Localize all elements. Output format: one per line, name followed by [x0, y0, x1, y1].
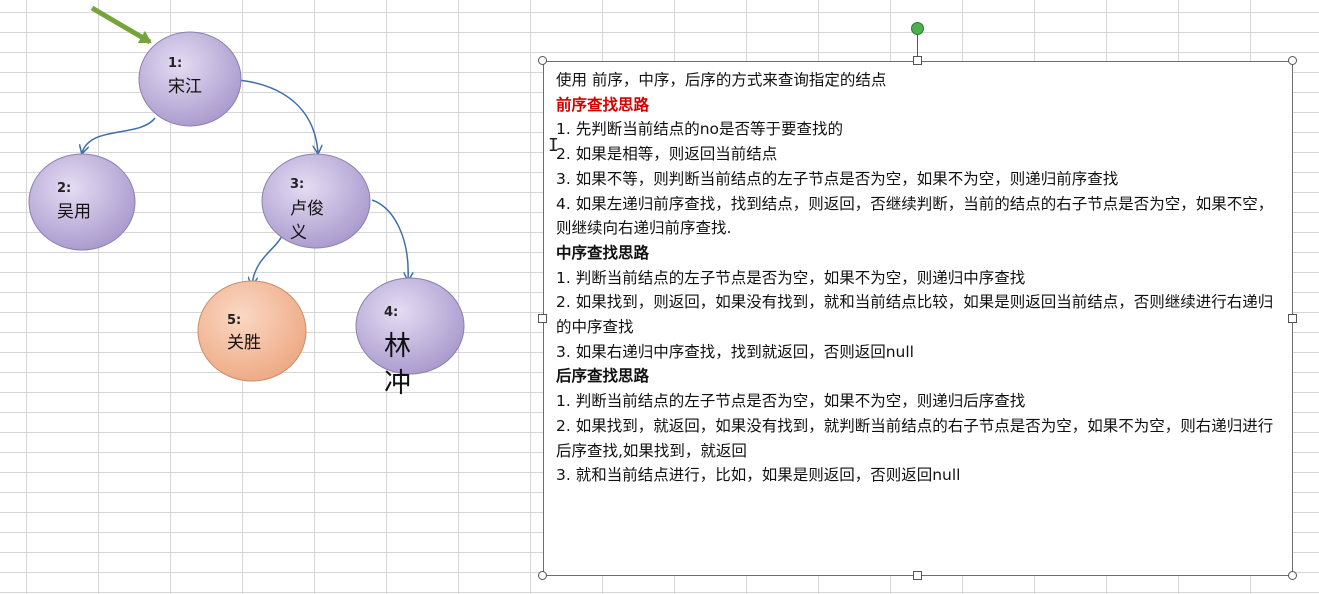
- node-2-number: 2:: [57, 181, 71, 196]
- node-5-number: 5:: [227, 313, 241, 328]
- node-4-name-line1: 林: [384, 331, 411, 362]
- preorder-step-4: 4. 如果左递归前序查找，找到结点，则返回，否继续判断，当前的结点的右子节点是否…: [556, 194, 1274, 238]
- edge-3-4: [371, 199, 408, 280]
- node-1-number: 1:: [168, 56, 182, 71]
- rotation-handle-stem: [917, 33, 918, 59]
- edge-1-3: [237, 79, 318, 153]
- preorder-step-2: 2. 如果是相等，则返回当前结点: [556, 145, 778, 164]
- tree-node-5: 5: 关胜: [197, 280, 307, 382]
- resize-handle-bottom-right[interactable]: [1288, 571, 1297, 580]
- node-1-name: 宋江: [168, 77, 202, 97]
- binary-tree-diagram: 1: 宋江 2: 吴用 3: 卢俊 义 5: 关胜 4: 林 冲: [28, 5, 465, 399]
- postorder-step-1: 1. 判断当前结点的左子节点是否为空，如果不为空，则递归后序查找: [556, 392, 1026, 411]
- postorder-heading: 后序查找思路: [556, 367, 650, 386]
- inorder-heading: 中序查找思路: [556, 243, 650, 262]
- resize-handle-top-left[interactable]: [538, 56, 547, 65]
- resize-handle-top[interactable]: [913, 56, 922, 65]
- resize-handle-bottom[interactable]: [913, 571, 922, 580]
- inorder-step-2: 2. 如果找到，则返回，如果没有找到，就和当前结点比较，如果是则返回当前结点，否…: [556, 293, 1274, 337]
- tree-node-2: 2: 吴用: [28, 153, 136, 251]
- resize-handle-right[interactable]: [1288, 314, 1297, 323]
- postorder-step-3: 3. 就和当前结点进行，比如，如果是则返回，否则返回null: [556, 466, 961, 485]
- tree-node-1: 1: 宋江: [138, 31, 242, 127]
- tree-node-3: 3: 卢俊 义: [261, 153, 371, 249]
- node-4-name-line2: 冲: [384, 368, 411, 399]
- resize-handle-left[interactable]: [538, 314, 547, 323]
- preorder-heading: 前序查找思路: [556, 95, 650, 114]
- rotation-handle[interactable]: [911, 22, 924, 35]
- preorder-step-1: 1. 先判断当前结点的no是否等于要查找的: [556, 120, 844, 139]
- textbox-intro: 使用 前序，中序，后序的方式来查询指定的结点: [556, 71, 887, 89]
- node-3-name-line1: 卢俊: [290, 199, 324, 219]
- pointer-arrow: [90, 5, 152, 45]
- inorder-step-3: 3. 如果右递归中序查找，找到就返回，否则返回null: [556, 342, 914, 361]
- edge-3-5: [252, 235, 283, 285]
- node-3-name-line2: 义: [290, 223, 307, 243]
- resize-handle-top-right[interactable]: [1288, 56, 1297, 65]
- node-2-name: 吴用: [57, 202, 91, 222]
- postorder-step-2: 2. 如果找到，就返回，如果没有找到，就判断当前结点的右子节点是否为空，如果不为…: [556, 416, 1274, 460]
- preorder-step-3: 3. 如果不等，则判断当前结点的左子节点是否为空，如果不为空，则递归前序查找: [556, 169, 1119, 188]
- edge-1-2: [82, 117, 156, 153]
- text-box[interactable]: 使用 前序，中序，后序的方式来查询指定的结点 前序查找思路 1. 先判断当前结点…: [543, 61, 1293, 576]
- inorder-step-1: 1. 判断当前结点的左子节点是否为空，如果不为空，则递归中序查找: [556, 268, 1026, 287]
- tree-node-4: 4: 林 冲: [355, 277, 465, 399]
- node-5-name: 关胜: [227, 333, 261, 353]
- node-4-number: 4:: [384, 305, 398, 320]
- resize-handle-bottom-left[interactable]: [538, 571, 547, 580]
- node-3-number: 3:: [290, 177, 304, 192]
- text-cursor-icon: I: [548, 135, 559, 156]
